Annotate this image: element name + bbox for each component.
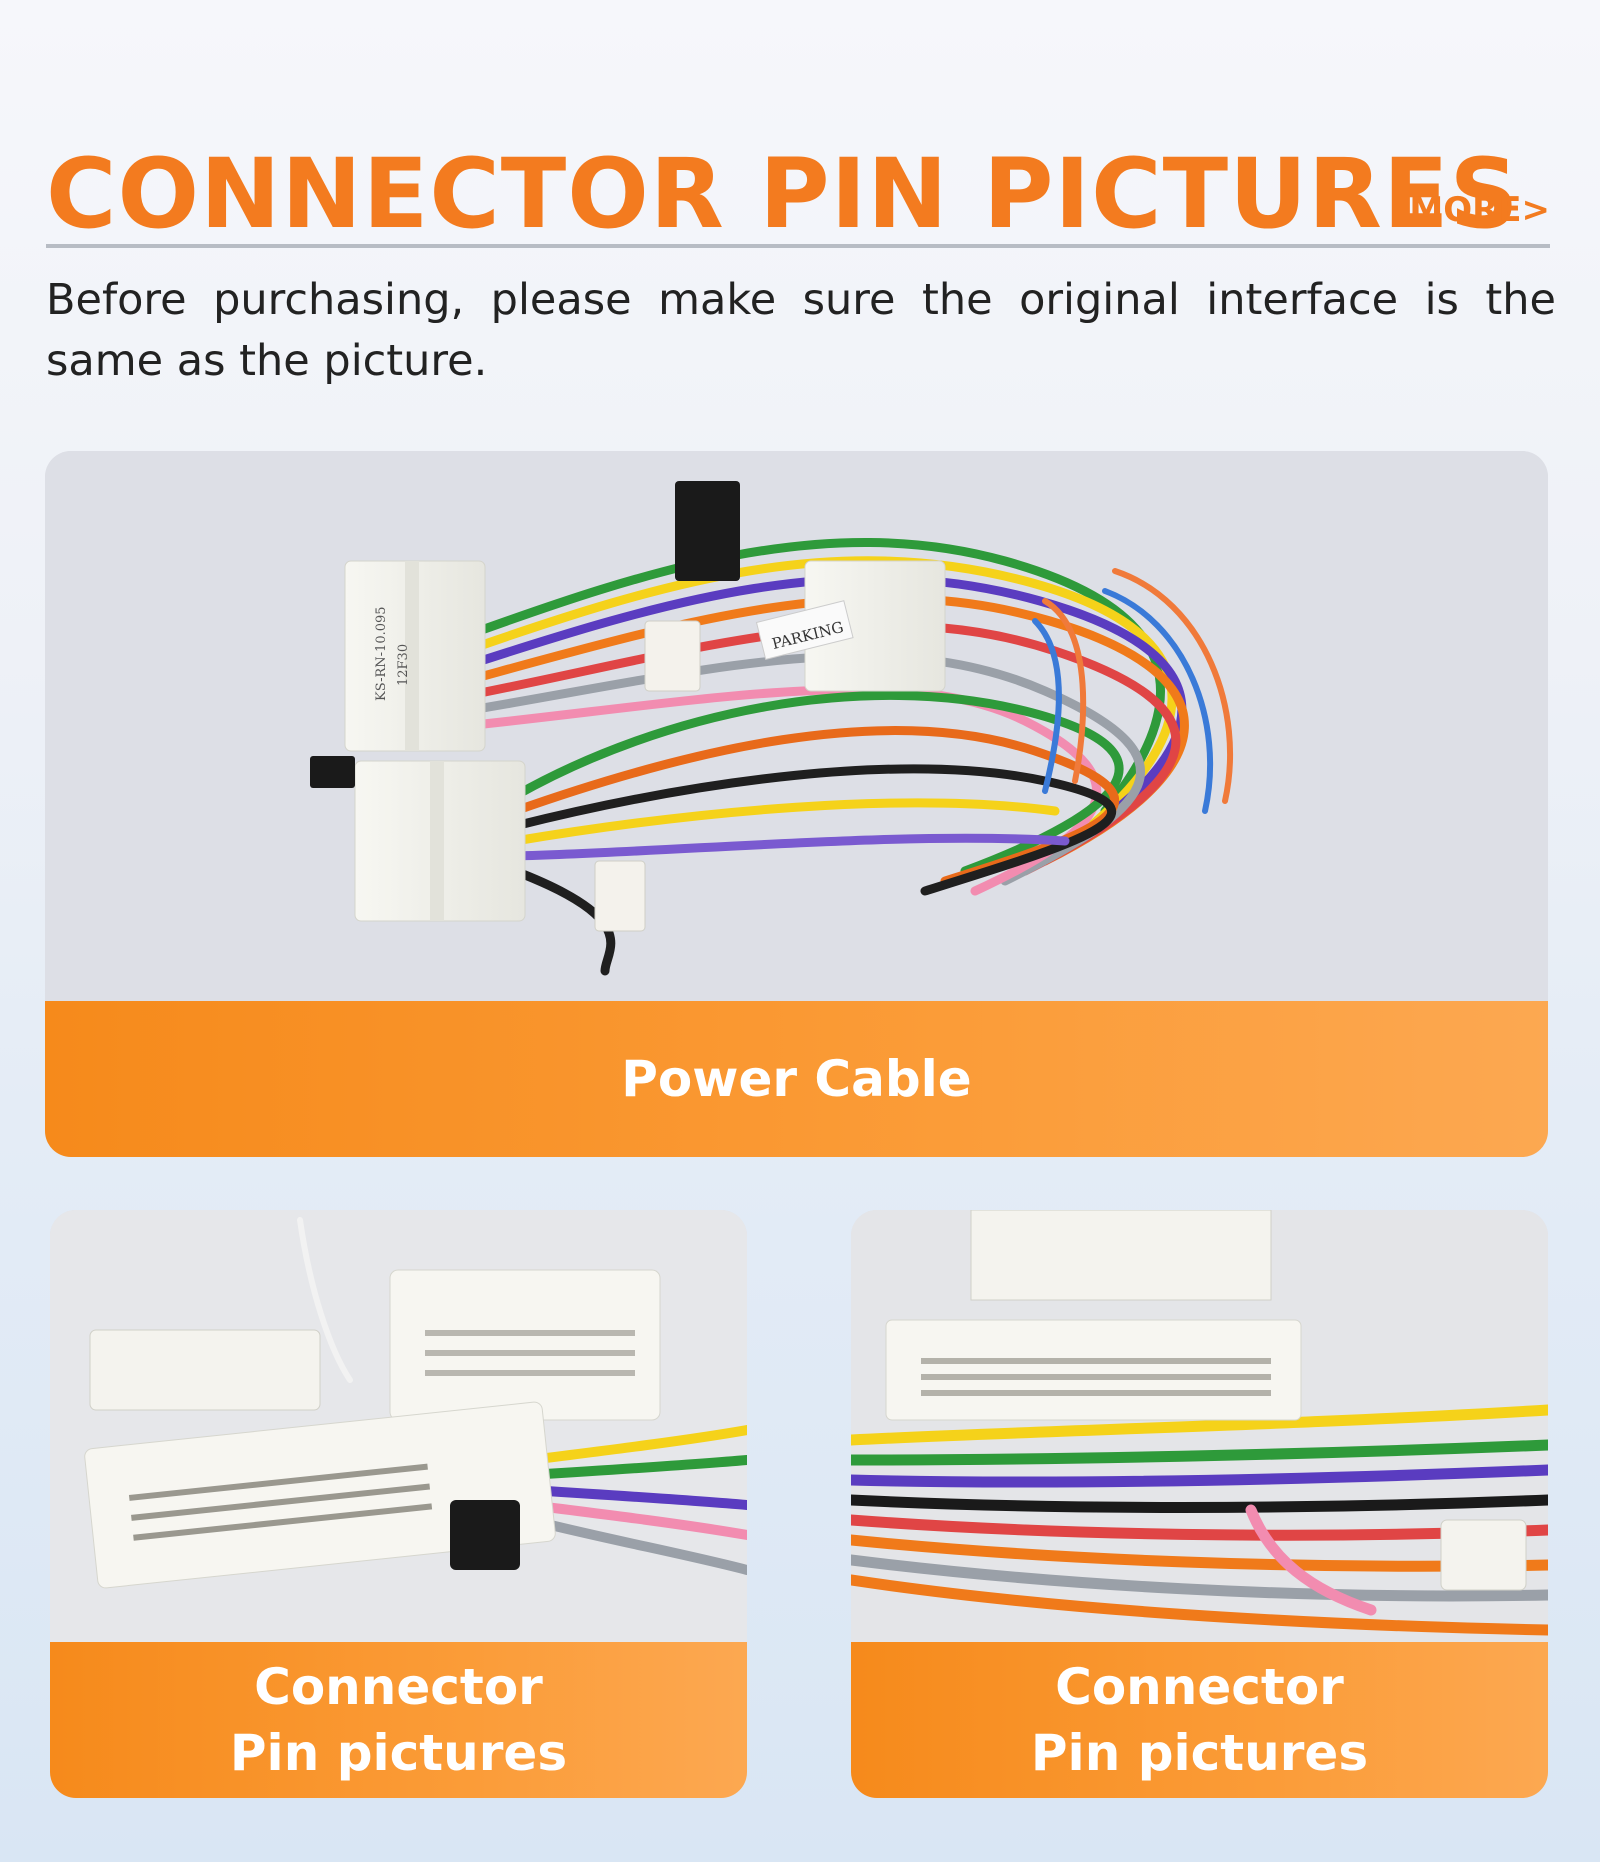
section-header: CONNECTOR PIN PICTURES MORE> (46, 130, 1550, 250)
caption-left-line2: Pin pictures (229, 1724, 568, 1782)
connector-pin-caption-right: Connector Pin pictures (851, 1642, 1548, 1798)
connector-pin-card-left: Connector Pin pictures (50, 1210, 747, 1798)
page-title: CONNECTOR PIN PICTURES (46, 138, 1520, 250)
power-cable-photo: PARKING KS-RN-10.095 12F30 (45, 451, 1548, 1001)
power-cable-caption-text: Power Cable (621, 1050, 972, 1108)
power-cable-card: PARKING KS-RN-10.095 12F30 Power Cable (45, 451, 1548, 1157)
more-link[interactable]: MORE> (1409, 190, 1550, 230)
power-cable-caption: Power Cable (45, 1001, 1548, 1157)
connector-pin-card-right: Connector Pin pictures (851, 1210, 1548, 1798)
caption-right-line2: Pin pictures (1030, 1724, 1369, 1782)
intro-text: Before purchasing, please make sure the … (46, 275, 1556, 386)
connector-pin-caption-left: Connector Pin pictures (50, 1642, 747, 1798)
connector-label-part: KS-RN-10.095 (374, 606, 389, 701)
connector-pin-photo-left (50, 1210, 747, 1642)
caption-left-line1: Connector (254, 1658, 543, 1716)
caption-right-line1: Connector (1055, 1658, 1344, 1716)
connector-label-code: 12F30 (396, 644, 411, 686)
connector-pin-photo-right (851, 1210, 1548, 1642)
